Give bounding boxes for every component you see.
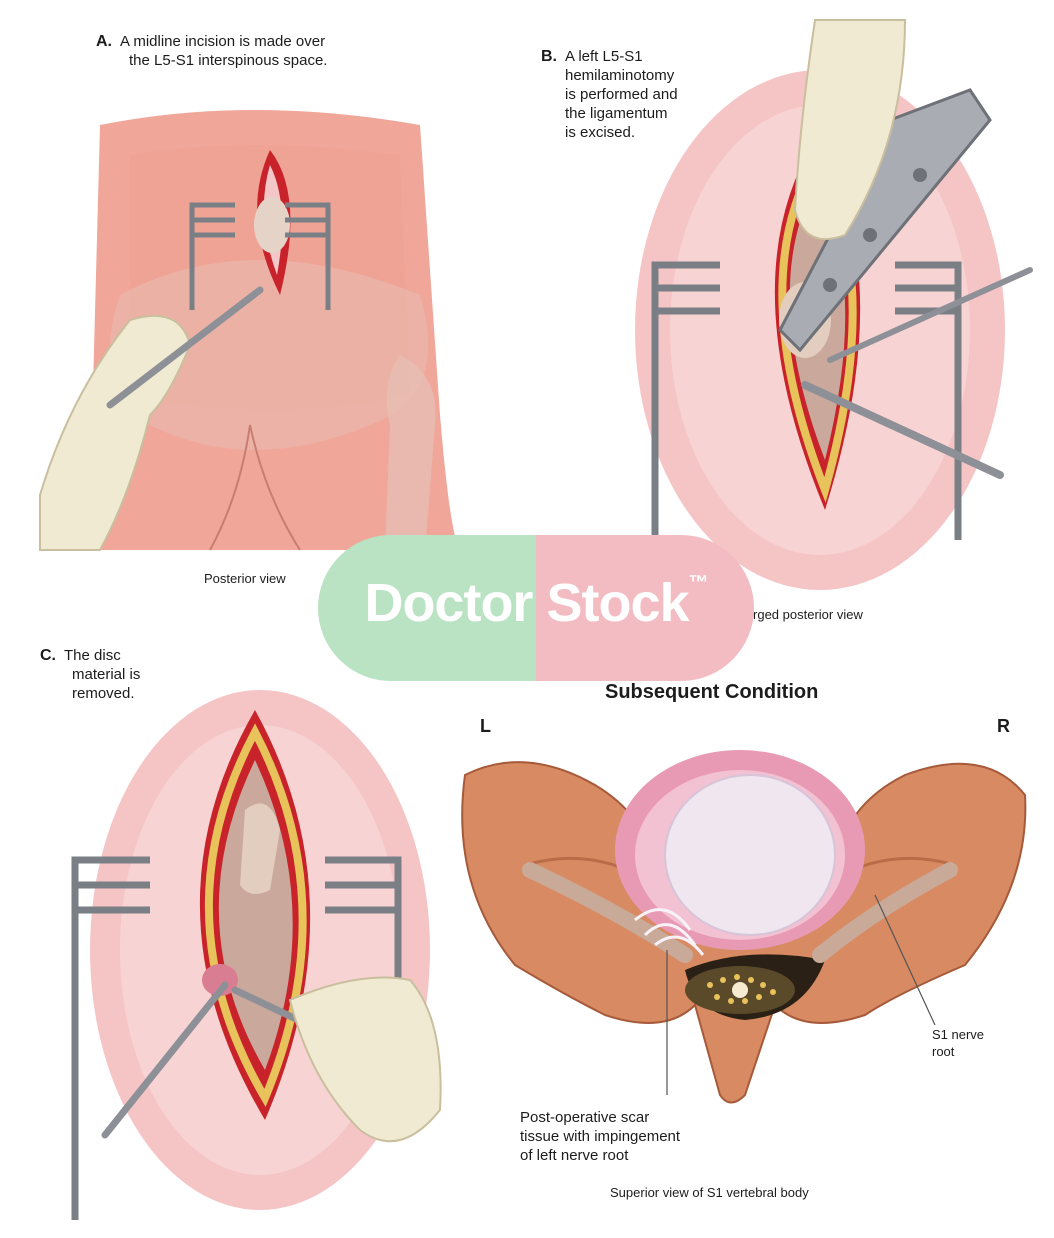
nucleus-pulposus bbox=[664, 774, 836, 936]
watermark-word2: Stock bbox=[546, 573, 689, 633]
right-marker: R bbox=[997, 716, 1010, 736]
panel-a-caption: A. A midline incision is made over the L5… bbox=[96, 32, 327, 70]
s1-nerve-label-line1: S1 nerve bbox=[932, 1027, 985, 1042]
panel-c-caption-line2: material is bbox=[72, 666, 141, 683]
panel-c-letter: C. bbox=[40, 647, 56, 664]
scalpel bbox=[106, 286, 264, 409]
panel-c-caption-line3: removed. bbox=[72, 685, 135, 702]
gloved-hand bbox=[288, 976, 442, 1143]
scar-label-line2: tissue with impingement bbox=[520, 1128, 681, 1145]
femur bbox=[385, 355, 436, 550]
panel-a-letter: A. bbox=[96, 33, 112, 50]
s1-leader-line bbox=[874, 894, 936, 1026]
panel-a-view-label: Posterior view bbox=[204, 571, 286, 586]
panel-d-view-label: Superior view of S1 vertebral body bbox=[610, 1185, 809, 1200]
retractor-right bbox=[285, 202, 331, 310]
panel-a-caption-line2: the L5-S1 interspinous space. bbox=[129, 52, 328, 69]
panel-b-caption-line1: A left L5-S1 bbox=[565, 48, 643, 65]
left-marker: L bbox=[480, 716, 491, 736]
panel-c-caption: C. The disc material is removed. bbox=[40, 646, 140, 703]
retractor-left bbox=[71, 856, 150, 1220]
panel-b-caption-line4: the ligamentum bbox=[565, 105, 668, 122]
panel-b-caption: B. A left L5-S1 hemilaminotomy is perform… bbox=[541, 47, 678, 142]
panel-b-caption-line3: is performed and bbox=[565, 86, 678, 103]
panel-b-caption-line5: is excised. bbox=[565, 124, 636, 141]
s1-vertebra-illustration bbox=[461, 750, 1027, 1104]
scar-label-line1: Post-operative scar bbox=[520, 1109, 650, 1126]
left-s1-nerve-root bbox=[522, 862, 693, 963]
panel-a-illustration bbox=[39, 110, 460, 551]
scar-label-line3: of left nerve root bbox=[520, 1147, 629, 1164]
panel-b-view-label: Enlarged posterior view bbox=[727, 607, 863, 622]
watermark-mark: ™ bbox=[688, 572, 709, 594]
suction bbox=[827, 267, 1033, 363]
watermark-left-half bbox=[318, 535, 536, 681]
wound-fat bbox=[204, 723, 307, 1107]
watermark-word1: Doctor bbox=[364, 573, 533, 633]
disc-fragment bbox=[202, 964, 238, 996]
scar-tissue-label: Post-operative scar tissue with impingem… bbox=[520, 1108, 680, 1165]
panel-a-caption-line1: A midline incision is made over bbox=[120, 33, 326, 50]
watermark-logo: Doctor Stock™ bbox=[318, 572, 754, 634]
panel-b-letter: B. bbox=[541, 48, 557, 65]
right-s1-nerve-root bbox=[812, 862, 958, 963]
spinous-process bbox=[240, 803, 280, 894]
retractor-right bbox=[895, 261, 962, 540]
nerve-hook bbox=[801, 381, 1004, 479]
exposed-vertebra bbox=[254, 197, 290, 253]
retractor-left bbox=[651, 261, 720, 560]
panel-b-illustration bbox=[635, 19, 1033, 590]
panel-c-caption-line1: The disc bbox=[64, 647, 121, 664]
pituitary-rongeur bbox=[101, 981, 229, 1139]
scar-tissue bbox=[634, 908, 705, 956]
panel-d-title: Subsequent Condition bbox=[605, 681, 819, 703]
s1-nerve-label: S1 nerve root bbox=[932, 1026, 984, 1060]
panel-c-illustration bbox=[71, 690, 442, 1220]
s1-nerve-label-line2: root bbox=[932, 1044, 955, 1059]
nerve-rootlets bbox=[707, 974, 776, 1004]
retractor-left bbox=[189, 202, 235, 310]
panel-b-caption-line2: hemilaminotomy bbox=[565, 67, 675, 84]
watermark-right-half bbox=[536, 535, 754, 681]
gloved-finger bbox=[793, 19, 907, 240]
